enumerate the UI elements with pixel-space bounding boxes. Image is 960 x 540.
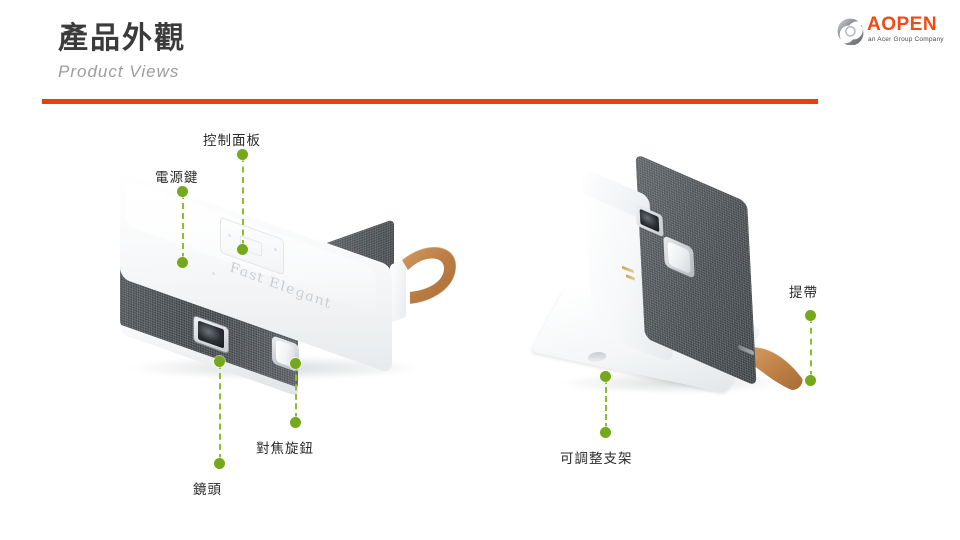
product-stand-view-image <box>530 153 838 426</box>
control-panel-led <box>274 247 277 252</box>
callout-dot-power-button-end <box>177 257 188 268</box>
aopen-logo: AOPEN an Acer Group Company <box>836 14 946 48</box>
callout-dot-lens-start <box>214 356 225 367</box>
header-divider-bar <box>42 99 818 104</box>
callout-dot-lens-end <box>214 458 225 469</box>
status-led <box>212 271 215 276</box>
page-subtitle-en: Product Views <box>58 61 180 81</box>
callout-leader-adjustable-stand <box>605 378 607 429</box>
aopen-logo-tagline: an Acer Group Company <box>868 36 944 43</box>
callout-label-adjustable-stand: 可調整支架 <box>560 451 633 466</box>
control-panel-led <box>228 233 231 238</box>
callout-label-carrying-strap: 提帶 <box>789 285 818 300</box>
carrying-strap-loop <box>398 238 462 316</box>
page-title-zh: 產品外觀 <box>58 22 186 55</box>
aopen-logo-text: AOPEN <box>867 14 938 35</box>
page-title: 產品外觀 Product Views <box>58 22 186 82</box>
callout-dot-focus-knob-start <box>290 358 301 369</box>
callout-dot-adjustable-stand-end <box>600 427 611 438</box>
callout-leader-power-button <box>182 193 184 259</box>
callout-label-lens: 鏡頭 <box>193 482 222 497</box>
aopen-swirl-icon <box>836 17 864 46</box>
callout-leader-focus-knob <box>295 365 297 419</box>
callout-dot-control-panel-start <box>237 149 248 160</box>
callout-leader-lens <box>219 363 221 460</box>
product-front-view-image: Fast Elegant <box>112 169 457 409</box>
callout-leader-carrying-strap <box>810 317 812 377</box>
callout-leader-control-panel <box>242 156 244 246</box>
callout-dot-carrying-strap-start <box>805 310 816 321</box>
callout-dot-focus-knob-end <box>290 417 301 428</box>
callout-dot-power-button-start <box>177 186 188 197</box>
callout-label-focus-knob: 對焦旋鈕 <box>256 441 314 456</box>
callout-label-control-panel: 控制面板 <box>203 133 261 148</box>
callout-dot-adjustable-stand-start <box>600 371 611 382</box>
callout-label-power-button: 電源鍵 <box>155 170 199 185</box>
callout-dot-control-panel-end <box>237 244 248 255</box>
callout-dot-carrying-strap-end <box>805 375 816 386</box>
